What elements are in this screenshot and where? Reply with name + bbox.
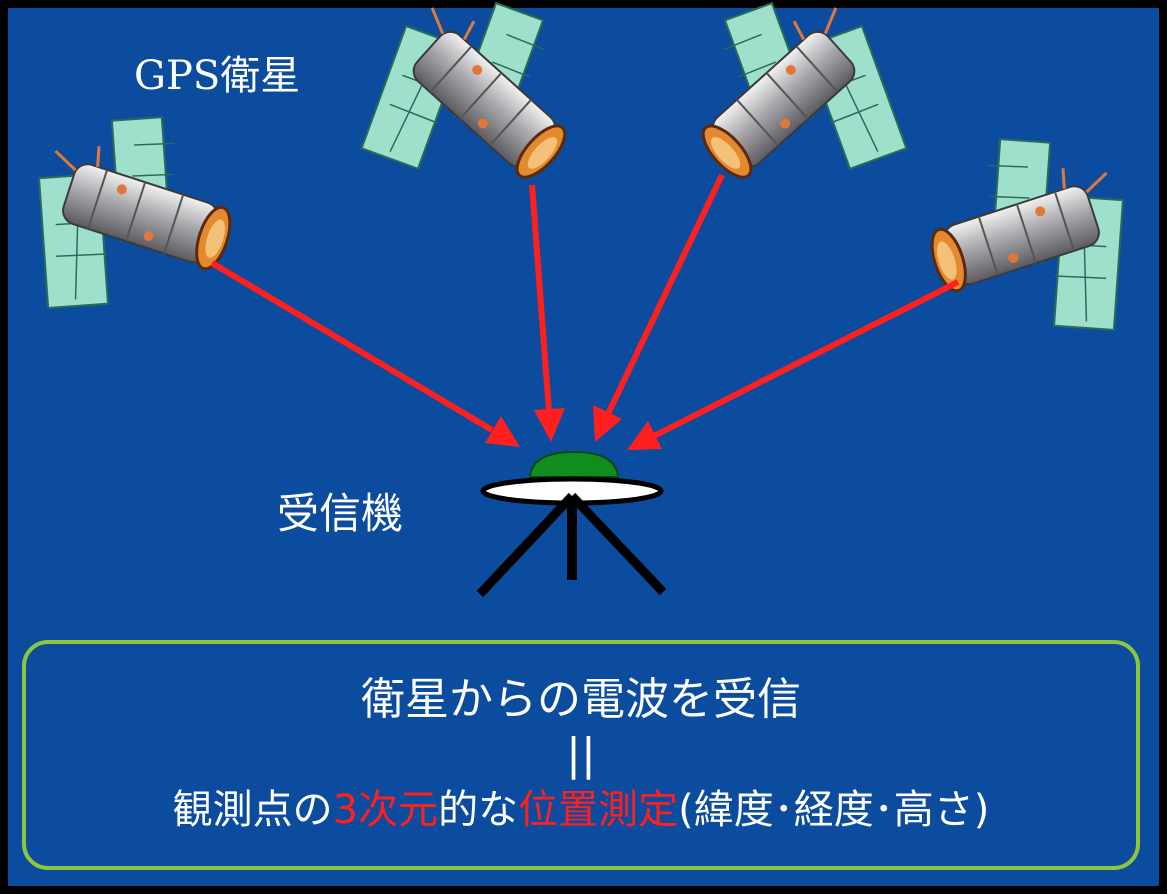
highlight-positioning: 位置測定 [518, 787, 678, 833]
summary-text-coordinates: (緯度･経度･高さ) [678, 787, 989, 833]
satellite-icon [2, 87, 257, 354]
signal-arrow [532, 185, 565, 442]
signal-arrow [593, 175, 722, 442]
signal-arrow [627, 282, 958, 450]
summary-line-reception: 衛星からの電波を受信 [26, 674, 1136, 727]
summary-text-segment: 的な [438, 787, 518, 833]
receiver-label: 受信機 [277, 493, 403, 535]
signal-arrow [212, 263, 520, 447]
satellite-icon [325, 0, 617, 248]
highlight-3d: 3次元 [333, 787, 438, 833]
equivalence-sign: || [26, 729, 1136, 782]
satellite-icon [905, 109, 1160, 376]
satellite-label: GPS衛星 [134, 56, 300, 96]
summary-text-segment: 観測点の [173, 787, 333, 833]
satellite-icon [650, 0, 942, 248]
receiver-icon [480, 452, 663, 594]
summary-box: 衛星からの電波を受信 || 観測点の3次元的な位置測定(緯度･経度･高さ) [22, 640, 1140, 870]
summary-line-positioning: 観測点の3次元的な位置測定(緯度･経度･高さ) [26, 786, 1136, 834]
